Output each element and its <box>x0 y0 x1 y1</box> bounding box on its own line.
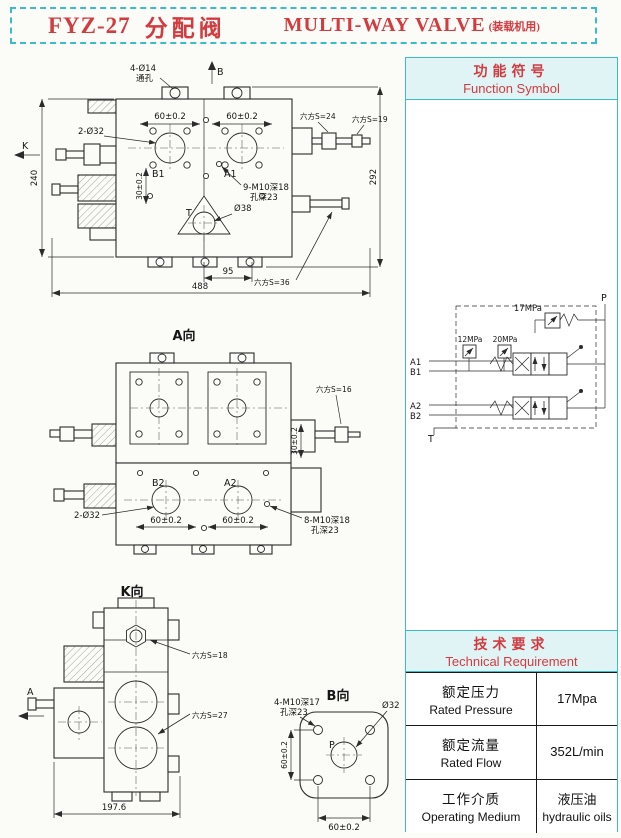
spec-value-line1: 液压油 <box>557 791 597 807</box>
a-view: A向 <box>49 328 361 555</box>
port-label-b1: B1 <box>152 169 165 180</box>
spec-value: 352L/min <box>537 726 617 778</box>
schematic-label-t: T <box>427 434 434 445</box>
a-dim-30: 30±0.2 <box>290 427 299 455</box>
b-view-title: B向 <box>327 688 350 704</box>
hex-s24-label: 六方S=24 <box>300 111 336 121</box>
port-label-p: P <box>329 740 335 751</box>
schematic-label-12mpa: 12MPa <box>458 335 483 344</box>
spec-value-line2: hydraulic oils <box>542 809 612 824</box>
dim-60-right: 60±0.2 <box>226 112 257 122</box>
b-dim-60-bottom: 60±0.2 <box>328 823 359 833</box>
technical-requirement-title-en: Technical Requirement <box>445 653 578 669</box>
b-view: B向 P 4-M10深17 孔深23 Ø32 60±0.2 60±0.2 <box>274 688 400 833</box>
view-arrow-a-label: A <box>27 687 34 698</box>
product-name-en: MULTI-WAY VALVE <box>283 14 486 36</box>
page-header: FYZ-27 分配阀 MULTI-WAY VALVE (装载机用) <box>10 7 597 44</box>
spec-name: 额定流量 Rated Flow <box>406 726 537 779</box>
dim-240: 240 <box>30 170 40 186</box>
b-dim-60-left: 60±0.2 <box>280 741 289 769</box>
product-note: (装载机用) <box>488 20 540 33</box>
k-view-title: K向 <box>120 584 143 600</box>
hex-s16-label: 六方S=16 <box>316 384 352 394</box>
spec-table: 额定压力 Rated Pressure 17Mpa 额定流量 Rated Flo… <box>406 672 617 833</box>
hole-note-line2: 通孔 <box>136 73 154 84</box>
b-bolt-note-line2: 孔深23 <box>280 708 308 718</box>
hole-note-line1: 4-Ø14 <box>130 63 156 74</box>
spec-name-en: Rated Pressure <box>429 703 513 718</box>
port-label-a2: A2 <box>224 478 237 489</box>
view-arrow-k-label: K <box>22 141 29 152</box>
a-bore-note: 2-Ø32 <box>74 510 100 521</box>
spec-value-line1: 352L/min <box>550 743 604 759</box>
schematic-label-b2: B2 <box>410 412 421 422</box>
hydraulic-schematic: P 17MPa 12MPa 20MPa <box>410 293 607 445</box>
spec-row-pressure: 额定压力 Rated Pressure 17Mpa <box>406 673 617 727</box>
schematic-label-a1: A1 <box>410 358 421 368</box>
schematic-label-a2: A2 <box>410 402 421 412</box>
spec-value-line1: 17Mpa <box>557 690 597 706</box>
right-panel: 功能符号 Function Symbol P 17MPa <box>405 57 618 833</box>
bore-note: 2-Ø32 <box>78 126 104 137</box>
function-symbol-header: 功能符号 Function Symbol <box>406 58 617 100</box>
dia-38-label: Ø38 <box>234 203 252 214</box>
hydraulic-circuit: P 17MPa 12MPa 20MPa <box>410 293 607 445</box>
spec-row-flow: 额定流量 Rated Flow 352L/min <box>406 726 617 780</box>
hex-s36-label: 六方S=36 <box>254 277 290 287</box>
model-code: FYZ-27 <box>48 12 131 38</box>
schematic-label-b1: B1 <box>410 368 421 378</box>
bolt-note-line1: 9-M10深18 <box>243 183 289 193</box>
function-symbol-title-cn: 功能符号 <box>473 63 550 79</box>
technical-requirement-title-cn: 技术要求 <box>473 635 550 652</box>
spec-name-en: Operating Medium <box>421 810 521 825</box>
dim-292: 292 <box>369 169 379 185</box>
k-view: K向 <box>18 584 228 818</box>
product-name-cn: 分配阀 <box>144 15 226 41</box>
dim-30: 30±0.2 <box>135 172 144 200</box>
schematic-label-p: P <box>601 293 607 304</box>
port-label-b2: B2 <box>152 478 165 489</box>
spec-name: 工作介质 Operating Medium <box>406 779 537 833</box>
a-dim-60-right: 60±0.2 <box>222 516 253 526</box>
a-bolt-note-line1: 8-M10深18 <box>304 516 350 526</box>
hex-s27-label: 六方S=27 <box>192 710 228 720</box>
spec-value: 17Mpa <box>537 673 617 725</box>
view-arrow-b-label: B <box>217 67 224 78</box>
schematic-label-17mpa: 17MPa <box>514 304 542 314</box>
port-label-t: T <box>185 208 192 219</box>
main-view: 4-Ø14 通孔 B 60±0.2 60±0.2 2-Ø32 六方S=24 六方… <box>14 61 388 297</box>
b-bolt-note-line1: 4-M10深17 <box>274 698 320 708</box>
spec-name-en: Rated Flow <box>440 756 502 771</box>
hex-s19-label: 六方S=19 <box>352 114 388 124</box>
dia-32-label: Ø32 <box>382 700 400 711</box>
dim-60-left: 60±0.2 <box>154 112 185 122</box>
spec-name-cn: 额定流量 <box>442 738 500 754</box>
schematic-label-20mpa: 20MPa <box>493 335 518 344</box>
spec-name-cn: 工作介质 <box>442 792 500 808</box>
function-symbol-title-en: Function Symbol <box>463 81 560 96</box>
dim-95: 95 <box>223 267 234 277</box>
spec-value: 液压油 hydraulic oils <box>537 780 617 833</box>
spec-row-medium: 工作介质 Operating Medium 液压油 hydraulic oils <box>406 779 617 833</box>
technical-requirement-header: 技术要求 Technical Requirement <box>406 630 617 672</box>
a-view-title: A向 <box>172 328 195 344</box>
bolt-note-line2: 孔深23 <box>250 193 278 203</box>
dim-488: 488 <box>192 282 208 292</box>
engineering-drawings: 4-Ø14 通孔 B 60±0.2 60±0.2 2-Ø32 六方S=24 六方… <box>14 61 400 833</box>
spec-name-cn: 额定压力 <box>442 685 500 701</box>
a-dim-60-left: 60±0.2 <box>150 516 181 526</box>
dim-197-6: 197.6 <box>102 803 126 813</box>
hex-s18-label: 六方S=18 <box>192 650 228 660</box>
a-bolt-note-line2: 孔深23 <box>311 526 339 536</box>
spec-name: 额定压力 Rated Pressure <box>406 673 537 726</box>
